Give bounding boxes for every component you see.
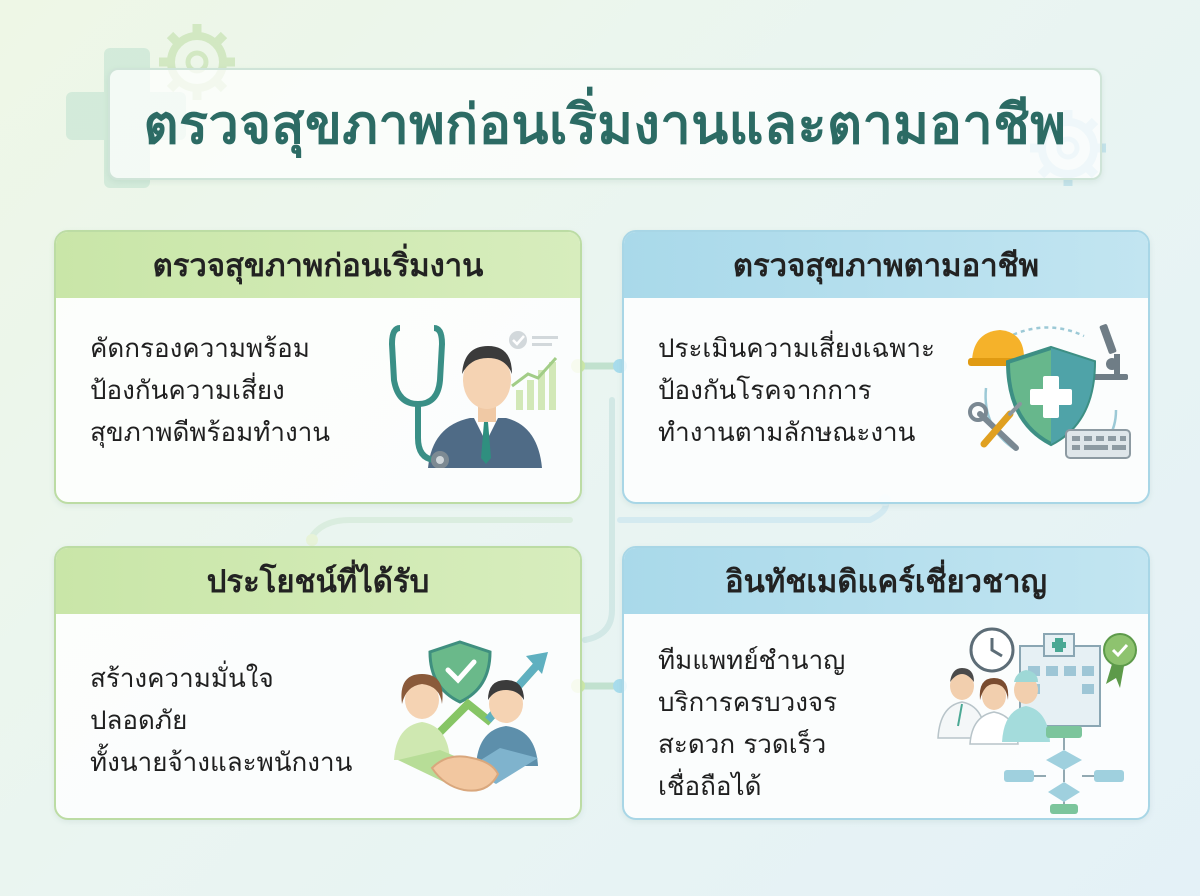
card-line: บริการครบวงจร xyxy=(658,688,838,718)
card-text: ประเมินความเสี่ยงเฉพาะ ป้องกันโรคจากการ … xyxy=(658,328,968,454)
card-line: ปลอดภัย xyxy=(90,706,188,736)
page-title: ตรวจสุขภาพก่อนเริ่มงานและตามอาชีพ xyxy=(143,93,1067,156)
title-banner: ตรวจสุขภาพก่อนเริ่มงานและตามอาชีพ xyxy=(108,68,1102,180)
card-intouch-medicare-expertise: อินทัชเมดิแคร์เชี่ยวชาญ ทีมแพทย์ชำนาญ บร… xyxy=(622,546,1150,820)
shield-safety-tools-icon xyxy=(968,324,1131,459)
card-line: ป้องกันความเสี่ยง xyxy=(90,376,285,406)
handshake-icon xyxy=(394,640,548,792)
card-line: ป้องกันโรคจากการ xyxy=(658,376,872,406)
card-line: สร้างความมั่นใจ xyxy=(90,664,274,694)
card-occupational-checkup: ตรวจสุขภาพตามอาชีพ ประเมินความเสี่ยงเฉพา… xyxy=(622,230,1150,504)
card-text: สร้างความมั่นใจ ปลอดภัย ทั้งนายจ้างและพน… xyxy=(90,658,410,784)
card-line: คัดกรองความพร้อม xyxy=(90,334,310,364)
card-header: ประโยชน์ที่ได้รับ xyxy=(56,548,580,614)
card-pre-employment-checkup: ตรวจสุขภาพก่อนเริ่มงาน คัดกรองความพร้อม … xyxy=(54,230,582,504)
card-line: ทีมแพทย์ชำนาญ xyxy=(658,646,846,676)
card-line: สุขภาพดีพร้อมทำงาน xyxy=(90,418,331,448)
card-header: ตรวจสุขภาพตามอาชีพ xyxy=(624,232,1148,298)
card-benefits: ประโยชน์ที่ได้รับ สร้างความมั่นใจ ปลอดภั… xyxy=(54,546,582,820)
card-line: ประเมินความเสี่ยงเฉพาะ xyxy=(658,334,935,364)
card-line: เชื่อถือได้ xyxy=(658,772,762,802)
card-text: คัดกรองความพร้อม ป้องกันความเสี่ยง สุขภา… xyxy=(90,328,410,454)
doctor-stethoscope-icon xyxy=(388,325,558,468)
card-header: อินทัชเมดิแคร์เชี่ยวชาญ xyxy=(624,548,1148,614)
card-line: ทำงานตามลักษณะงาน xyxy=(658,418,916,448)
card-line: สะดวก รวดเร็ว xyxy=(658,730,827,760)
card-header: ตรวจสุขภาพก่อนเริ่มงาน xyxy=(56,232,580,298)
card-line: ทั้งนายจ้างและพนักงาน xyxy=(90,748,353,778)
card-text: ทีมแพทย์ชำนาญ บริการครบวงจร สะดวก รวดเร็… xyxy=(658,640,978,808)
medical-team-hospital-icon xyxy=(937,627,1137,814)
